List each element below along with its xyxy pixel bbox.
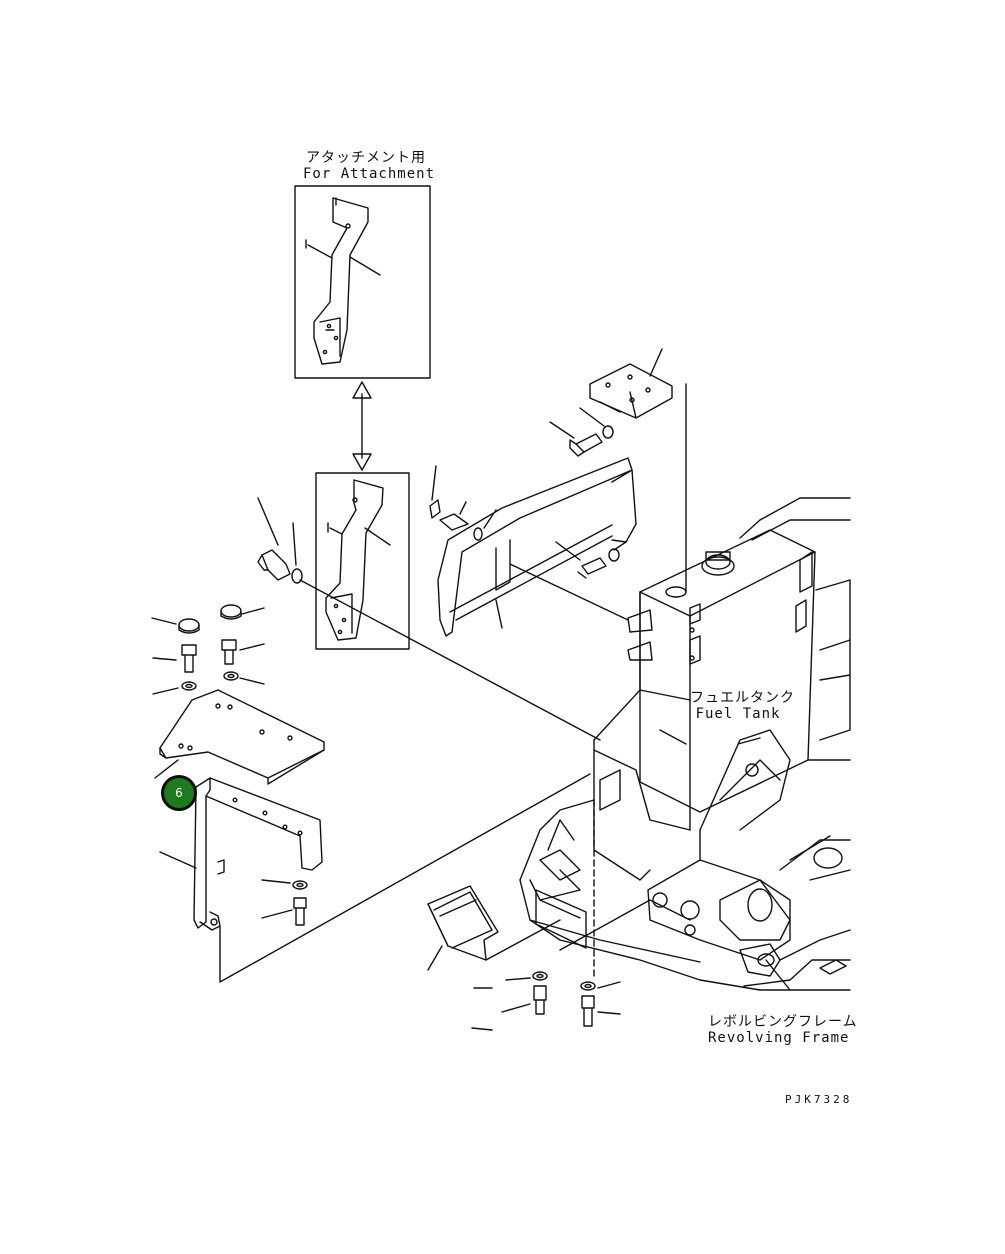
drawing-code: PJK7328	[785, 1093, 853, 1106]
fuel-tank-label-en: Fuel Tank	[695, 706, 781, 722]
revolving-frame-label-jp: レボルビングフレーム	[708, 1014, 858, 1030]
callout-badge[interactable]: 6	[161, 775, 197, 811]
attachment-label-en: For Attachment	[303, 166, 436, 182]
support-bracket	[159, 773, 591, 983]
revolving-frame	[519, 497, 851, 991]
standard-bracket-box	[315, 472, 410, 650]
revolving-frame-label-en: Revolving Frame	[708, 1030, 850, 1046]
fuel-tank	[593, 529, 816, 831]
attachment-label-jp: アタッチメント用	[306, 150, 426, 166]
left-fasteners	[151, 604, 265, 695]
fuel-tank-label-jp: フュエルタンク	[690, 690, 795, 706]
bottom-fasteners	[471, 971, 621, 1031]
top-mount-plate	[549, 348, 673, 457]
step-box	[427, 885, 561, 971]
attachment-inset	[294, 185, 431, 379]
guard-rail	[429, 457, 637, 637]
bolt-left-box	[257, 497, 601, 741]
cover-plate	[154, 689, 325, 785]
interchange-arrow	[352, 381, 372, 471]
